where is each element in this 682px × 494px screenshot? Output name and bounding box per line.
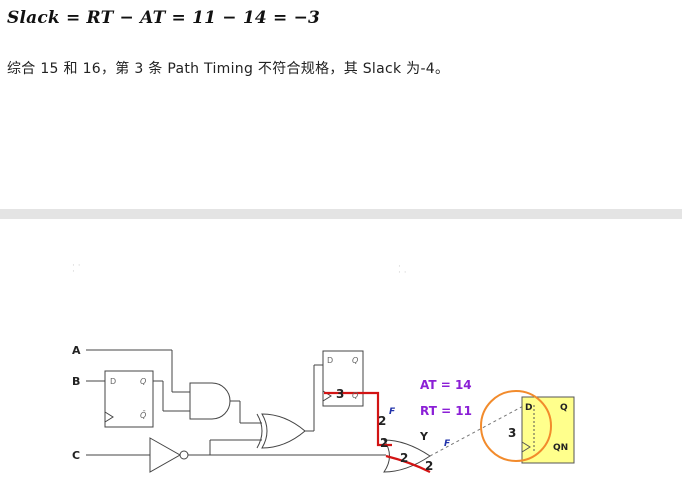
delay-or-mid: 2 bbox=[400, 451, 408, 465]
ff3-q-label: Q bbox=[560, 403, 568, 413]
critical-path bbox=[324, 391, 431, 473]
slack-formula: Slack = RT − AT = 11 − 14 = −3 bbox=[7, 8, 321, 28]
input-b-label: B bbox=[72, 375, 80, 388]
delay-path-mid: 2 bbox=[378, 414, 386, 428]
section-divider bbox=[0, 209, 682, 219]
delay-or-out: 2 bbox=[425, 459, 433, 473]
f-label-1: F bbox=[389, 407, 396, 417]
f-label-2: F bbox=[444, 439, 451, 449]
ff2-d-label: D bbox=[327, 356, 333, 365]
ff2-q2-label: Q bbox=[352, 391, 358, 400]
delay-or-in: 2 bbox=[380, 436, 388, 450]
input-a-label: A bbox=[72, 344, 81, 357]
ff1-q-label: Q bbox=[140, 377, 146, 386]
ff1-qbar-label: Q̄ bbox=[140, 410, 146, 420]
decorative-dots-right: ·· · bbox=[398, 262, 407, 278]
y-label: Y bbox=[419, 430, 429, 443]
ff2-q-label: Q bbox=[352, 356, 358, 365]
dashed-connection bbox=[429, 403, 528, 457]
paragraph-text: 综合 15 和 16，第 3 条 Path Timing 不符合规格，其 Sla… bbox=[7, 61, 450, 77]
highlight-circle bbox=[480, 390, 552, 462]
ff1-d-label: D bbox=[110, 377, 116, 386]
delay-ff2-out: 3 bbox=[336, 387, 344, 401]
delay-capture: 3 bbox=[508, 426, 516, 440]
input-c-label: C bbox=[72, 449, 80, 462]
capture-flipflop bbox=[521, 396, 575, 464]
rt-label: RT = 11 bbox=[420, 404, 472, 418]
at-label: AT = 14 bbox=[420, 378, 472, 392]
decorative-dots-left: · ·· bbox=[72, 261, 81, 277]
ff3-d-label: D bbox=[525, 403, 532, 413]
ff3-qn-label: QN bbox=[553, 443, 568, 453]
